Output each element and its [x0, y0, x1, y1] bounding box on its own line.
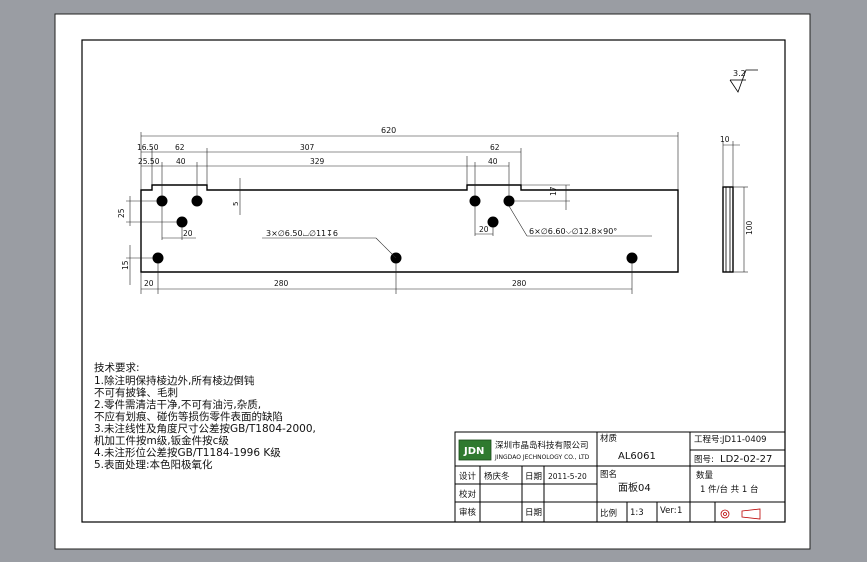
projection-symbol-icon — [720, 508, 761, 520]
note-line: 1.除注明保持棱边外,所有棱边倒钝 — [94, 374, 255, 387]
drawing-no-label: 图号: — [694, 455, 714, 465]
company-name-en: JINGDAO JECHNOLOGY CO., LTD — [494, 454, 590, 461]
hole — [191, 195, 203, 207]
qty-label: 数量 — [696, 470, 714, 481]
note-line: 3.未注线性及角度尺寸公差按GB/T1804-2000, — [94, 422, 316, 435]
notes-heading: 技术要求: — [94, 361, 140, 374]
qty-value: 1 件/台 共 1 台 — [700, 484, 759, 495]
drawing-frame — [81, 39, 786, 523]
material-value: AL6061 — [618, 451, 656, 462]
side-thickness: 10 — [720, 135, 730, 144]
project-value: JD11-0409 — [721, 435, 767, 445]
hole — [503, 195, 515, 207]
technical-notes: 技术要求: 1.除注明保持棱边外,所有棱边倒钝 不可有披锋、毛刺 2.零件需清洁… — [94, 361, 316, 471]
date-label: 日期 — [525, 472, 542, 482]
dim-62-right: 62 — [490, 143, 500, 152]
paper — [54, 13, 811, 550]
dim-20-bottom: 20 — [144, 279, 154, 288]
dim-20-b: 20 — [479, 225, 489, 234]
design-label: 设计 — [459, 471, 477, 482]
ver-value: 1 — [677, 506, 682, 516]
scale-value: 1:3 — [630, 508, 644, 518]
approve-label: 审核 — [459, 507, 477, 518]
side-height: 100 — [745, 220, 754, 235]
dimensions: 620 16.50 62 307 62 25.50 40 329 40 17 2… — [117, 126, 679, 294]
callout-holes-a: 3×∅6.50⌴∅11↧6 — [266, 229, 338, 238]
hole — [626, 252, 638, 264]
company-name-cn: 深圳市晶岛科技有限公司 — [495, 440, 589, 451]
company-logo-text: JDN — [463, 446, 484, 457]
hole — [176, 216, 188, 228]
dim-15: 15 — [121, 260, 130, 270]
roughness-symbol: 3.2 — [729, 69, 758, 93]
dim-62-left: 62 — [175, 143, 185, 152]
dim-25-50: 25.50 — [138, 157, 160, 166]
note-line: 不可有披锋、毛刺 — [94, 386, 178, 399]
dim-40-left: 40 — [176, 157, 186, 166]
name-label: 图名 — [600, 469, 617, 480]
dim-5: 5 — [232, 202, 240, 206]
dim-329: 329 — [310, 157, 325, 166]
dim-20-a: 20 — [183, 229, 193, 238]
note-line: 机加工件按m级,钣金件按c级 — [94, 434, 229, 447]
hole — [487, 216, 499, 228]
side-view: 10 100 — [720, 135, 754, 273]
callout-holes-b: 6×∅6.60⌵∅12.8×90° — [529, 227, 617, 236]
date2-label: 日期 — [525, 508, 542, 518]
name-value: 面板04 — [618, 481, 651, 494]
note-line: 2.零件需清洁干净,不可有油污,杂质, — [94, 398, 261, 411]
roughness-value: 3.2 — [733, 69, 746, 78]
dim-17: 17 — [549, 186, 558, 196]
company-logo — [458, 439, 492, 461]
hole — [156, 195, 168, 207]
project-label: 工程号: — [694, 435, 722, 445]
dim-280-right: 280 — [512, 279, 527, 288]
dim-280-left: 280 — [274, 279, 289, 288]
dim-25: 25 — [117, 208, 126, 218]
ver-label: Ver: — [660, 506, 677, 516]
note-line: 4.未注形位公差按GB/T1184-1996 K级 — [94, 446, 281, 459]
dim-307: 307 — [300, 143, 315, 152]
title-block: JDN 深圳市晶岛科技有限公司 JINGDAO JECHNOLOGY CO., … — [454, 431, 786, 523]
dim-overall: 620 — [381, 126, 396, 135]
check-label: 校对 — [459, 489, 477, 500]
note-line: 不应有划痕、碰伤等损伤零件表面的缺陷 — [94, 410, 283, 423]
hole — [152, 252, 164, 264]
dim-40-right: 40 — [488, 157, 498, 166]
designer-value: 杨庆冬 — [484, 471, 510, 482]
hole — [469, 195, 481, 207]
note-line: 5.表面处理:本色阳极氧化 — [94, 458, 213, 471]
material-label: 材质 — [600, 433, 618, 444]
scale-label: 比例 — [600, 508, 617, 519]
drawing-no-value: LD2-02-27 — [720, 454, 772, 465]
dim-16-50: 16.50 — [137, 143, 159, 152]
date-value: 2011-5-20 — [548, 472, 587, 481]
